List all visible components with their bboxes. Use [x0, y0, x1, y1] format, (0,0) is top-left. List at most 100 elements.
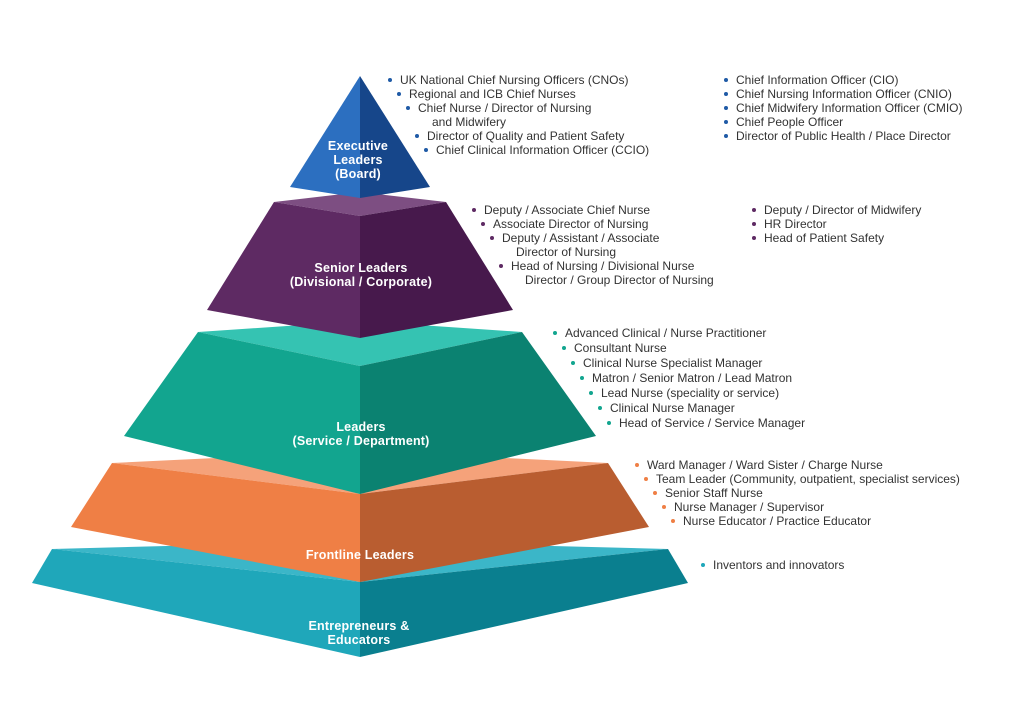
role-text-continuation: and Midwifery [432, 115, 507, 129]
role-text: Inventors and innovators [713, 558, 845, 572]
bullet-dot-icon [607, 421, 611, 425]
bullet-dot-icon [415, 134, 419, 138]
tier-leaders-label: Leaders (Service / Department) [292, 420, 429, 448]
role-text: Chief Midwifery Information Officer (CMI… [736, 101, 963, 115]
bullet-dot-icon [724, 120, 728, 124]
role-text: Chief Nursing Information Officer (CNIO) [736, 87, 952, 101]
role-text: Matron / Senior Matron / Lead Matron [592, 371, 793, 385]
tier-entrepreneurs-label: Entrepreneurs & Educators [309, 619, 410, 647]
role-text: Lead Nurse (speciality or service) [601, 386, 780, 400]
bullet-dot-icon [724, 92, 728, 96]
role-text: Chief People Officer [736, 115, 844, 129]
role-text: Team Leader (Community, outpatient, spec… [656, 472, 960, 486]
bullet-dot-icon [701, 563, 705, 567]
bullet-dot-icon [481, 222, 485, 226]
tier-leaders-label-line-1: Leaders [336, 420, 386, 434]
role-item: Chief Information Officer (CIO) [724, 73, 963, 87]
bullet-dot-icon [424, 148, 428, 152]
role-text-continuation: Director / Group Director of Nursing [525, 273, 714, 287]
role-item: Head of Service / Service Manager [607, 416, 805, 430]
bullet-dot-icon [562, 346, 566, 350]
role-text-continuation: Director of Nursing [516, 245, 617, 259]
role-item: Consultant Nurse [562, 341, 805, 355]
role-item: Senior Staff Nurse [653, 486, 960, 500]
executive-roles-right: Chief Information Officer (CIO)Chief Nur… [724, 73, 963, 143]
bullet-dot-icon [598, 406, 602, 410]
role-text: Clinical Nurse Specialist Manager [583, 356, 763, 370]
bullet-dot-icon [671, 519, 675, 523]
tier-entrepreneurs-label-line-2: Educators [327, 633, 391, 647]
tier-senior-label-line-2: (Divisional / Corporate) [289, 275, 433, 289]
role-text: Nurse Manager / Supervisor [674, 500, 825, 514]
role-text: Nurse Educator / Practice Educator [683, 514, 872, 528]
role-text: HR Director [764, 217, 827, 231]
tier-senior-label: Senior Leaders (Divisional / Corporate) [290, 261, 432, 289]
role-item: Ward Manager / Ward Sister / Charge Nurs… [635, 458, 960, 472]
role-text: Head of Nursing / Divisional Nurse [511, 259, 695, 273]
role-text: Deputy / Associate Chief Nurse [484, 203, 651, 217]
tier-leaders-shape [124, 321, 596, 494]
bullet-dot-icon [472, 208, 476, 212]
role-item: Lead Nurse (speciality or service) [589, 386, 805, 400]
tier-executive-shape [290, 76, 430, 198]
role-text: Clinical Nurse Manager [610, 401, 735, 415]
role-text: Senior Staff Nurse [665, 486, 763, 500]
role-item: Nurse Educator / Practice Educator [671, 514, 960, 528]
tier-leaders-label-line-2: (Service / Department) [292, 434, 430, 448]
role-text: Chief Nurse / Director of Nursing [418, 101, 592, 115]
role-text: Consultant Nurse [574, 341, 667, 355]
role-text: Deputy / Director of Midwifery [764, 203, 922, 217]
role-item: Clinical Nurse Specialist Manager [571, 356, 805, 370]
tier-executive-label-line-2: Leaders [333, 153, 383, 167]
bullet-dot-icon [724, 78, 728, 82]
tier-senior-label-line-1: Senior Leaders [314, 261, 408, 275]
role-item: Clinical Nurse Manager [598, 401, 805, 415]
role-item: Inventors and innovators [701, 558, 844, 572]
role-item: Regional and ICB Chief Nurses [397, 87, 649, 101]
role-item: Director of Public Health / Place Direct… [724, 129, 963, 143]
role-item: Deputy / Associate Chief Nurse [472, 203, 714, 217]
role-item: Nurse Manager / Supervisor [662, 500, 960, 514]
entrepreneurs-roles: Inventors and innovators [701, 558, 844, 572]
bullet-dot-icon [752, 208, 756, 212]
role-item: Chief Clinical Information Officer (CCIO… [424, 143, 649, 157]
bullet-dot-icon [571, 361, 575, 365]
bullet-dot-icon [499, 264, 503, 268]
bullet-dot-icon [653, 491, 657, 495]
executive-roles-left: UK National Chief Nursing Officers (CNOs… [388, 73, 649, 157]
bullet-dot-icon [635, 463, 639, 467]
role-text: UK National Chief Nursing Officers (CNOs… [400, 73, 629, 87]
role-item: HR Director [752, 217, 921, 231]
role-item: Matron / Senior Matron / Lead Matron [580, 371, 805, 385]
tier-senior-shape [207, 192, 513, 338]
role-text: Chief Clinical Information Officer (CCIO… [436, 143, 650, 157]
role-item: Chief Midwifery Information Officer (CMI… [724, 101, 963, 115]
role-item: UK National Chief Nursing Officers (CNOs… [388, 73, 649, 87]
role-text: Head of Patient Safety [764, 231, 885, 245]
bullet-dot-icon [388, 78, 392, 82]
bullet-dot-icon [589, 391, 593, 395]
tier-entrepreneurs-label-line-1: Entrepreneurs & [308, 619, 410, 633]
bullet-dot-icon [406, 106, 410, 110]
role-item: Team Leader (Community, outpatient, spec… [644, 472, 960, 486]
bullet-dot-icon [580, 376, 584, 380]
tier-frontline-label: Frontline Leaders [306, 548, 414, 562]
tier-executive-label: Executive Leaders (Board) [328, 139, 388, 181]
role-text: Director of Public Health / Place Direct… [736, 129, 951, 143]
bullet-dot-icon [752, 222, 756, 226]
role-text: Ward Manager / Ward Sister / Charge Nurs… [647, 458, 883, 472]
frontline-roles: Ward Manager / Ward Sister / Charge Nurs… [635, 458, 960, 528]
role-item: Associate Director of Nursing [481, 217, 714, 231]
bullet-dot-icon [553, 331, 557, 335]
role-item: Chief People Officer [724, 115, 963, 129]
role-text: Associate Director of Nursing [493, 217, 649, 231]
bullet-dot-icon [644, 477, 648, 481]
role-item: Advanced Clinical / Nurse Practitioner [553, 326, 805, 340]
role-text: Deputy / Assistant / Associate [502, 231, 660, 245]
